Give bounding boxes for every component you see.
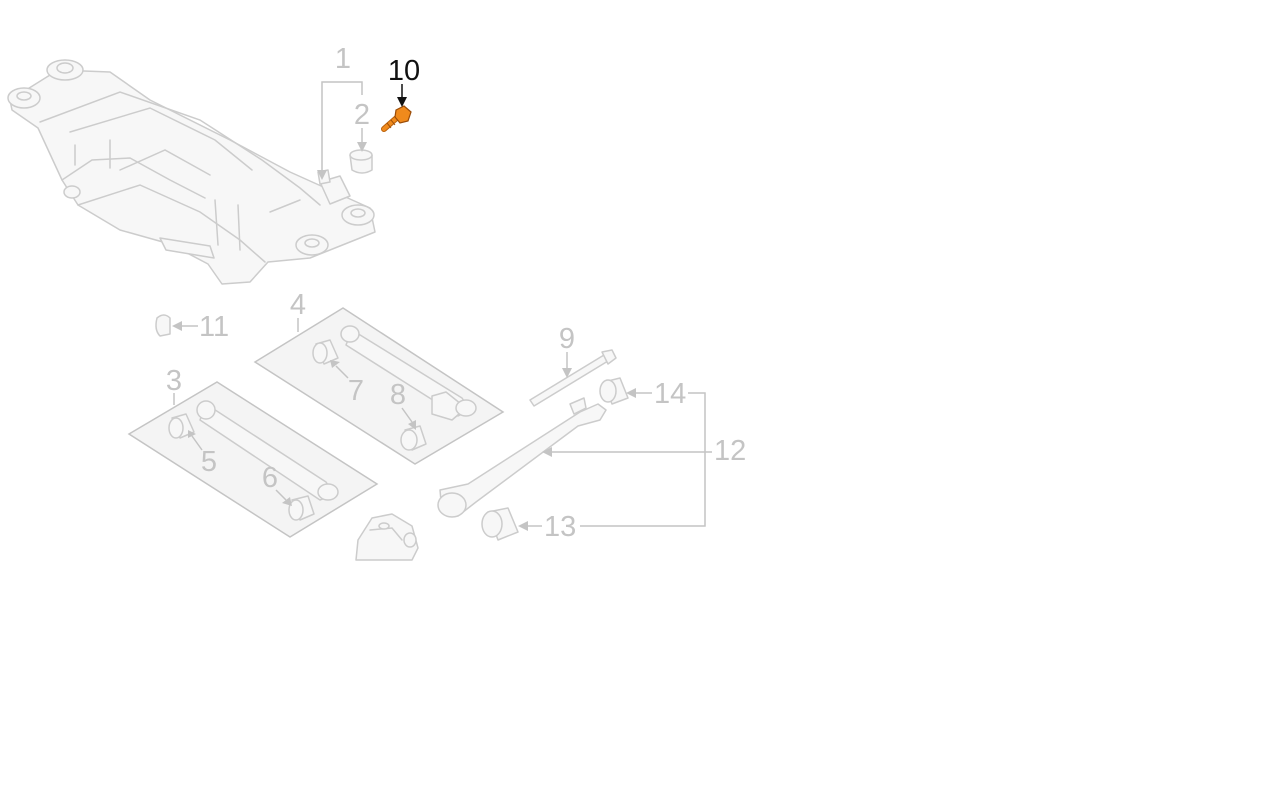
callout-3[interactable]: 3 [166, 365, 182, 397]
part-13-bushing[interactable] [481, 507, 519, 541]
part-14-bushing[interactable] [599, 377, 629, 405]
part-11-bushing[interactable] [155, 314, 171, 337]
part-3-link-arm[interactable] [196, 400, 339, 501]
callout-5[interactable]: 5 [201, 446, 217, 478]
callout-4[interactable]: 4 [290, 289, 306, 321]
callout-14[interactable]: 14 [654, 378, 686, 410]
callout-1[interactable]: 1 [335, 43, 351, 75]
callout-9[interactable]: 9 [559, 323, 575, 355]
part-9-long-bolt[interactable] [529, 349, 617, 407]
leader-lines [172, 81, 712, 531]
callout-2[interactable]: 2 [354, 99, 370, 131]
callout-11[interactable]: 11 [199, 311, 229, 343]
callout-7[interactable]: 7 [348, 375, 364, 407]
bracket-part [355, 513, 419, 561]
part-6-bushing[interactable] [288, 495, 315, 521]
callout-10[interactable]: 10 [388, 55, 420, 87]
part-12-trailing-link[interactable] [437, 397, 607, 518]
part-8-bushing[interactable] [400, 425, 427, 451]
part-4-link-arm[interactable] [340, 325, 477, 421]
part-3-kit-panel [127, 381, 379, 538]
callout-8[interactable]: 8 [390, 379, 406, 411]
crossmember-part[interactable] [7, 59, 376, 285]
callout-6[interactable]: 6 [262, 462, 278, 494]
part-2-bushing[interactable] [349, 149, 373, 174]
part-10-bolt[interactable] [381, 105, 412, 132]
callout-13[interactable]: 13 [544, 511, 576, 543]
part-7-bushing[interactable] [312, 339, 339, 365]
callout-12[interactable]: 12 [714, 435, 746, 467]
